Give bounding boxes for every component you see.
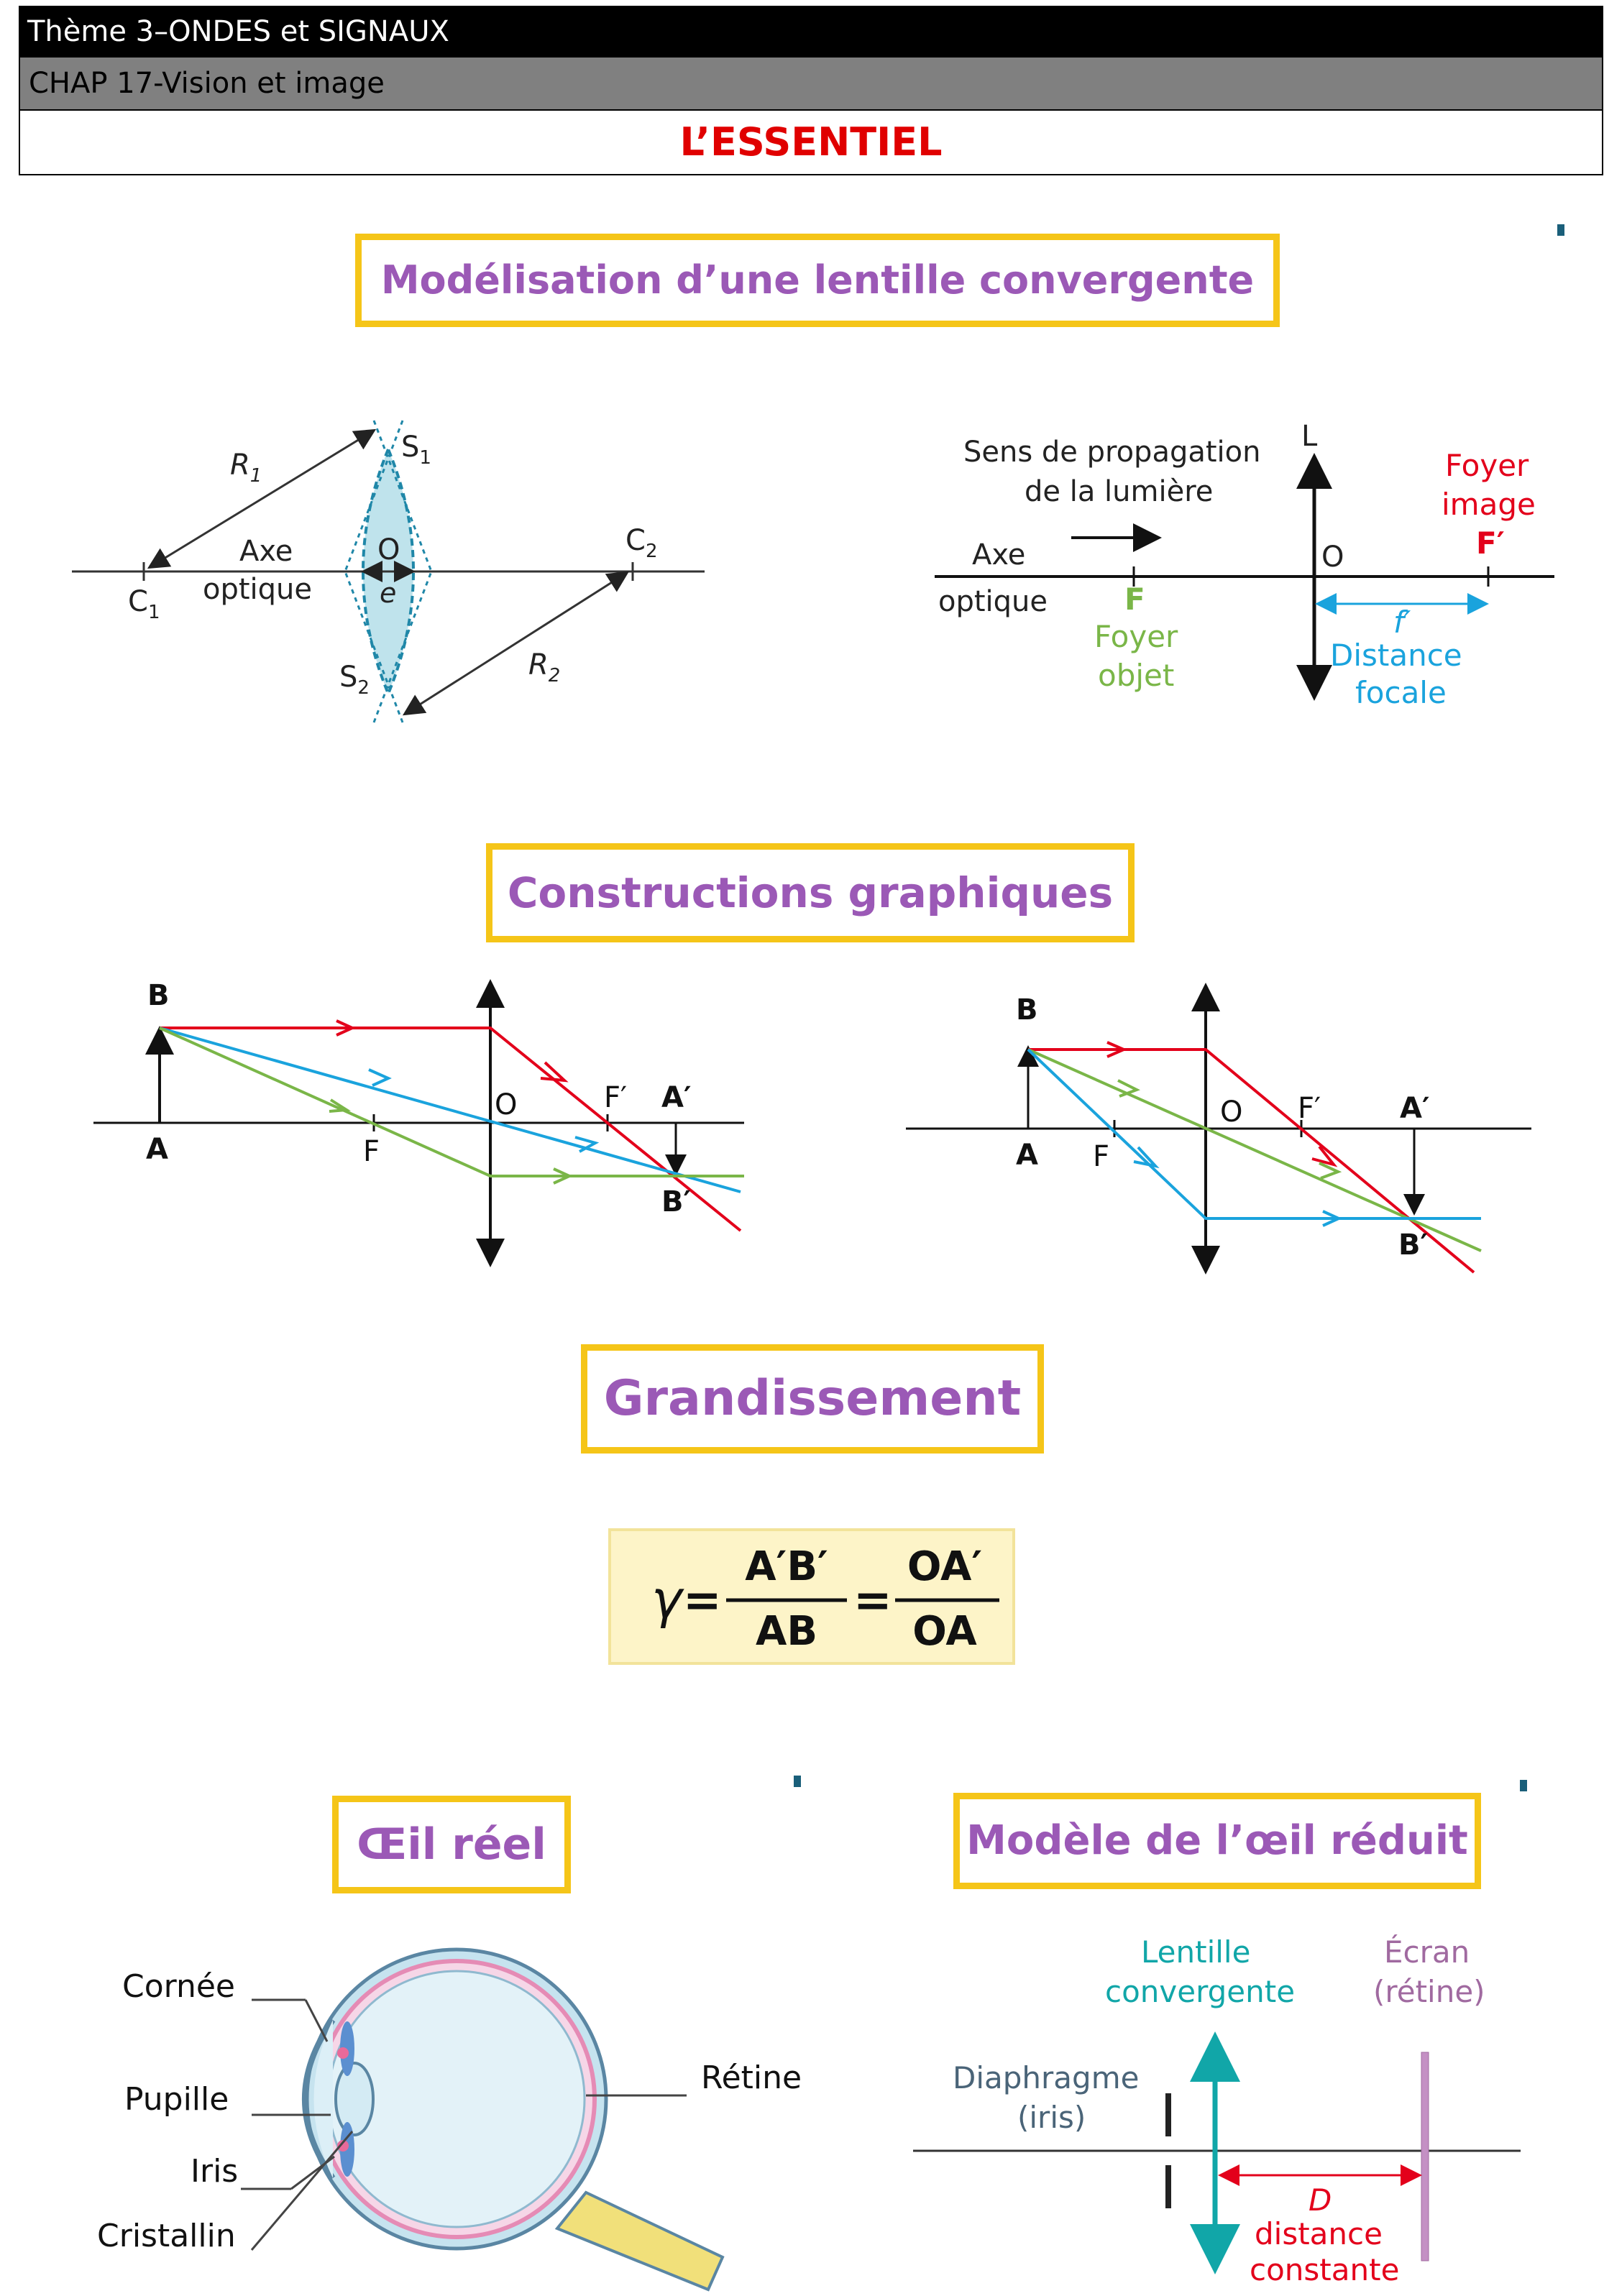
label-r2: R2 [528, 648, 560, 686]
label-f-prime: F′ [1298, 1092, 1321, 1125]
label-foyer-objet-1: Foyer [1094, 619, 1178, 654]
label-s2: S2 [339, 661, 370, 699]
lens-symbol-figure: Sens de propagation de la lumière L Foye… [935, 420, 1554, 710]
label-o: O [1321, 541, 1344, 574]
label-foyer-image-2: image [1442, 487, 1536, 522]
label-f-prime-distance: f′ [1393, 605, 1411, 640]
optic-nerve [554, 2190, 725, 2292]
denominator-1: AB [756, 1608, 817, 1655]
denominator-2: OA [912, 1608, 977, 1655]
oeil-reel-heading: Œil réel [332, 1796, 571, 1893]
iris-top [340, 2021, 354, 2076]
numerator-2: OA′ [907, 1543, 982, 1590]
gamma-symbol: γ [651, 1569, 684, 1630]
label-retine: Rétine [701, 2059, 802, 2096]
cornea [302, 2018, 336, 2180]
label-foyer-image-1: Foyer [1445, 448, 1529, 483]
label-diaphragme: Diaphragme [953, 2060, 1139, 2095]
constructions-heading: Constructions graphiques [486, 843, 1135, 942]
label-foyer-objet-2: objet [1098, 658, 1174, 693]
label-b: B [147, 979, 170, 1012]
label-cornee: Cornée [122, 1968, 235, 2005]
lens-model-heading: Modélisation d’une lentille convergente [355, 234, 1280, 327]
ray-blue [159, 1027, 741, 1193]
theme-text: Thème 3–ONDES et SIGNAUX [27, 15, 449, 48]
page-title: L’ESSENTIEL [19, 109, 1603, 175]
label-f: F [1124, 582, 1145, 617]
label-optique: optique [938, 585, 1048, 618]
label-a: A [1016, 1139, 1038, 1172]
radius-r1-arrow [147, 428, 377, 569]
label-l: L [1301, 420, 1318, 453]
diaphragm-bottom [1165, 2165, 1171, 2208]
formula-box: γ = A′B′ AB = OA′ OA [608, 1528, 1015, 1665]
label-b: B [1016, 993, 1038, 1027]
screen-retina [1421, 2052, 1429, 2261]
chapter-bar: CHAP 17-Vision et image [19, 58, 1603, 109]
label-o: O [495, 1088, 517, 1121]
ray-blue [1027, 1048, 1481, 1220]
oeil-reduit-heading: Modèle de l’œil réduit [953, 1793, 1481, 1889]
label-lumiere: de la lumière [1025, 475, 1213, 508]
lens-geometry-figure: R1 S1 O C2 C1 Axe optique e S2 R2 [72, 420, 705, 723]
numerator-1: A′B′ [745, 1543, 828, 1590]
label-f: F [1093, 1140, 1109, 1173]
label-ecran: Écran [1384, 1934, 1470, 1970]
label-a: A [146, 1133, 168, 1166]
label-f-prime: F′ [1476, 525, 1505, 561]
label-b-prime: B′ [661, 1185, 691, 1218]
label-f-prime: F′ [604, 1081, 627, 1114]
label-s1: S1 [401, 431, 431, 469]
label-distance: distance [1255, 2216, 1383, 2251]
crystalline-lens [334, 2062, 375, 2136]
magnification-formula: γ = A′B′ AB = OA′ OA [651, 1543, 999, 1655]
label-a-prime: A′ [1400, 1092, 1430, 1125]
grandissement-heading: Grandissement [581, 1344, 1044, 1454]
label-a-prime: A′ [661, 1081, 692, 1114]
ray-red [1028, 1048, 1475, 1274]
chapter-text: CHAP 17-Vision et image [29, 67, 385, 100]
eye-anatomy-figure: Cornée Pupille Iris Cristallin Rétine [97, 1947, 802, 2292]
ray-red [160, 1027, 742, 1232]
label-c2: C2 [625, 524, 657, 562]
label-focale: focale [1355, 675, 1447, 710]
label-optique: optique [203, 573, 312, 606]
equals-2: = [853, 1574, 892, 1627]
diaphragm-top [1165, 2093, 1171, 2136]
corner-mark [1520, 1780, 1527, 1791]
label-iris: Iris [191, 2153, 238, 2190]
label-constante: constante [1250, 2252, 1399, 2287]
reduced-eye-figure: Lentille convergente Écran (rétine) Diap… [913, 1934, 1521, 2287]
label-sens: Sens de propagation [963, 436, 1260, 469]
ray-green [159, 1027, 744, 1177]
corner-mark [794, 1776, 801, 1787]
label-d: D [1309, 2182, 1332, 2218]
label-e: e [380, 577, 396, 609]
corner-mark [1557, 224, 1564, 236]
label-c1: C1 [128, 585, 160, 623]
label-pupille: Pupille [124, 2081, 229, 2118]
theme-bar: Thème 3–ONDES et SIGNAUX [19, 6, 1603, 58]
label-axe: Axe [972, 538, 1025, 571]
label-axe: Axe [239, 535, 293, 568]
construction-figure-2: B A F O F′ A′ B′ [906, 983, 1531, 1275]
label-distance: Distance [1330, 638, 1462, 673]
label-iris: (iris) [1017, 2100, 1086, 2135]
label-b-prime: B′ [1398, 1229, 1428, 1262]
label-f: F [363, 1135, 380, 1168]
radius-r2-arrow [402, 571, 630, 716]
label-convergente: convergente [1105, 1974, 1295, 2009]
construction-figure-1: B A O F F′ A′ B′ [93, 979, 744, 1267]
label-o: O [1220, 1096, 1242, 1129]
label-cristallin: Cristallin [97, 2218, 236, 2254]
label-r1: R1 [230, 449, 262, 487]
equals-1: = [683, 1574, 722, 1627]
label-o: O [377, 533, 400, 566]
label-retine: (rétine) [1373, 1974, 1485, 2009]
label-lentille: Lentille [1141, 1934, 1250, 1970]
